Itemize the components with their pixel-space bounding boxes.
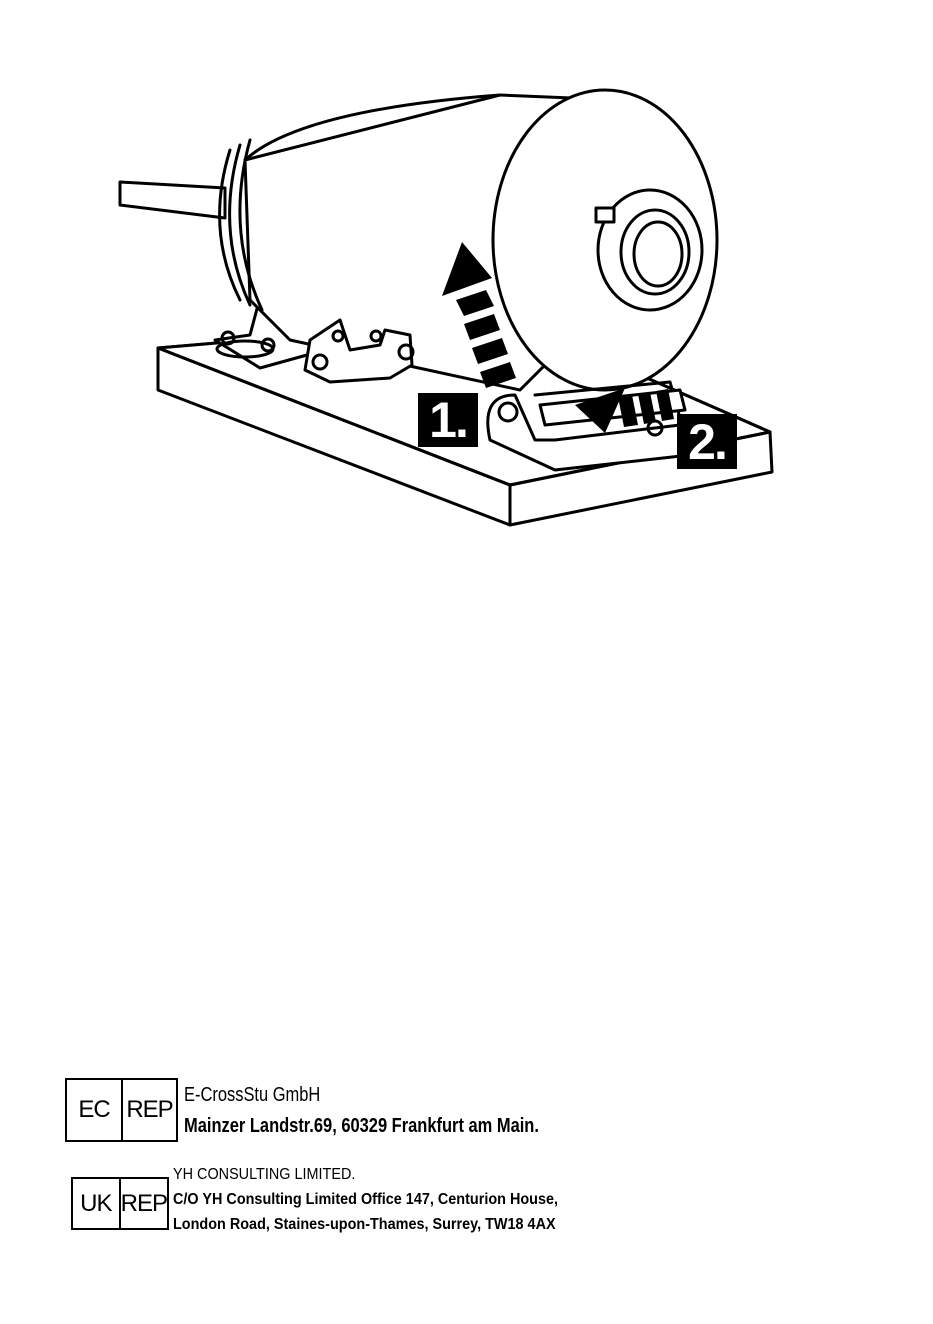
ec-rep-symbol: EC REP	[65, 1078, 178, 1142]
step-2-badge: 2.	[677, 414, 737, 469]
ec-rep-label: REP	[121, 1080, 176, 1140]
uk-label: UK	[73, 1179, 119, 1228]
uk-rep-address-line-2: London Road, Staines-upon-Thames, Surrey…	[173, 1212, 558, 1237]
ec-label: EC	[67, 1080, 121, 1140]
uk-rep-address-line-1: C/O YH Consulting Limited Office 147, Ce…	[173, 1187, 558, 1212]
ec-rep-address: E-CrossStu GmbH Mainzer Landstr.69, 6032…	[184, 1080, 539, 1142]
ec-rep-company: E-CrossStu GmbH	[184, 1080, 539, 1111]
uk-rep-company: YH CONSULTING LIMITED.	[173, 1162, 558, 1187]
uk-rep-address: YH CONSULTING LIMITED. C/O YH Consulting…	[173, 1162, 558, 1237]
uk-rep-symbol: UK REP	[71, 1177, 169, 1230]
step-1-badge: 1.	[418, 393, 478, 447]
ec-rep-street: Mainzer Landstr.69, 60329 Frankfurt am M…	[184, 1111, 539, 1142]
uk-rep-label: REP	[119, 1179, 167, 1228]
